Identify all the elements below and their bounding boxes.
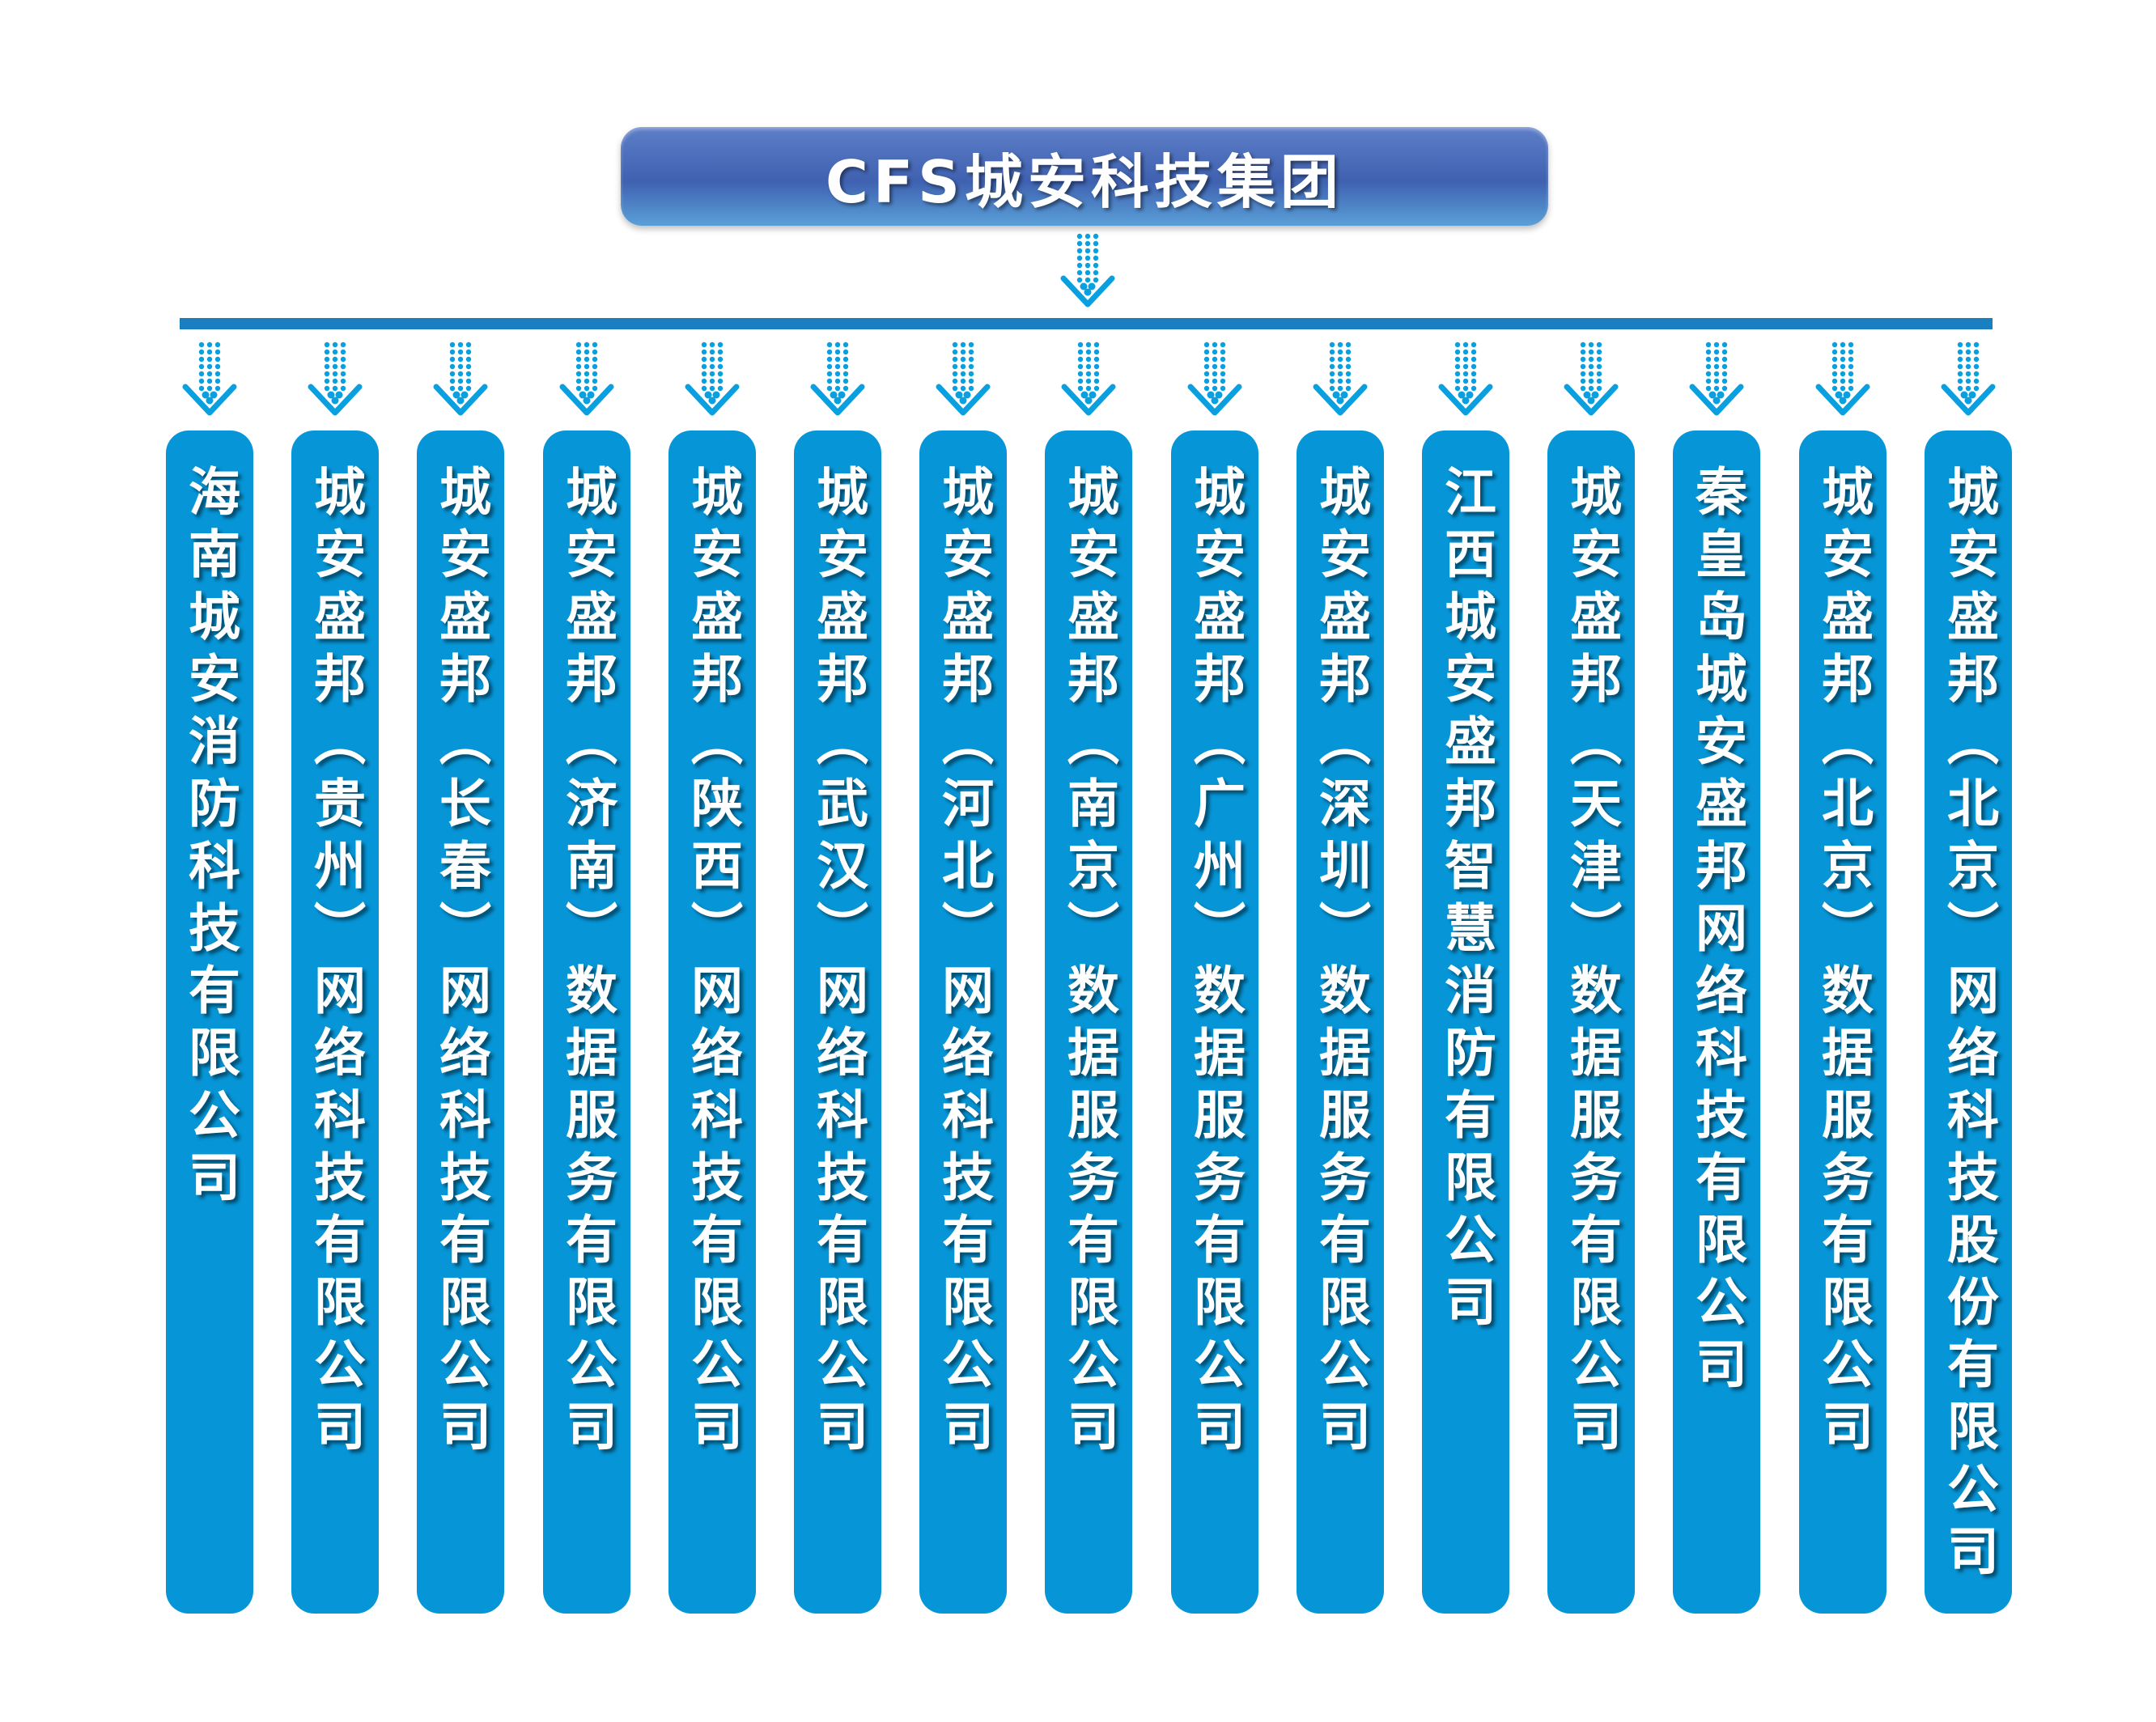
company-box: 城安盛邦（河北）网络科技有限公司 [919, 430, 1007, 1614]
company-name: 江西城安盛邦智慧消防有限公司 [1436, 464, 1496, 1337]
branch-arrow [182, 341, 237, 416]
company-box: 城安盛邦（济南）数据服务有限公司 [543, 430, 630, 1614]
company-name: 城安盛邦（广州）数据服务有限公司 [1185, 464, 1245, 1461]
company-name: 城安盛邦（贵州）网络科技有限公司 [305, 464, 365, 1461]
company-box: 城安盛邦（广州）数据服务有限公司 [1171, 430, 1258, 1614]
company-name: 城安盛邦（深圳）数据服务有限公司 [1310, 464, 1370, 1461]
company-name: 城安盛邦（武汉）网络科技有限公司 [808, 464, 868, 1461]
branch-arrow [810, 341, 865, 416]
company-box: 城安盛邦（北京）数据服务有限公司 [1799, 430, 1886, 1614]
branch-arrow [1815, 341, 1870, 416]
company-name: 城安盛邦（河北）网络科技有限公司 [933, 464, 993, 1461]
company-box: 城安盛邦（北京）网络科技股份有限公司 [1925, 430, 2012, 1614]
company-name: 城安盛邦（北京）网络科技股份有限公司 [1938, 464, 1998, 1586]
company-box: 城安盛邦（陕西）网络科技有限公司 [668, 430, 756, 1614]
company-box: 海南城安消防科技有限公司 [166, 430, 253, 1614]
company-box: 城安盛邦（深圳）数据服务有限公司 [1297, 430, 1384, 1614]
company-box: 城安盛邦（贵州）网络科技有限公司 [291, 430, 379, 1614]
root-node: CFS城安科技集团 [621, 127, 1548, 226]
root-title: CFS城安科技集团 [825, 147, 1343, 216]
branch-arrow [1187, 341, 1242, 416]
branch-arrow [936, 341, 991, 416]
branch-arrow [685, 341, 740, 416]
root-down-arrow [1060, 233, 1115, 308]
company-name: 城安盛邦（天津）数据服务有限公司 [1561, 464, 1621, 1461]
company-name: 城安盛邦（北京）数据服务有限公司 [1813, 464, 1873, 1461]
branch-arrow [559, 341, 614, 416]
company-box: 城安盛邦（武汉）网络科技有限公司 [794, 430, 881, 1614]
branch-arrow [308, 341, 363, 416]
company-name: 城安盛邦（南京）数据服务有限公司 [1059, 464, 1118, 1461]
branch-arrow [1564, 341, 1619, 416]
branch-arrow [1941, 341, 1996, 416]
branch-arrow [1689, 341, 1744, 416]
branch-arrow [1438, 341, 1493, 416]
company-name: 城安盛邦（济南）数据服务有限公司 [557, 464, 617, 1461]
company-name: 海南城安消防科技有限公司 [180, 464, 240, 1212]
company-box: 城安盛邦（南京）数据服务有限公司 [1045, 430, 1132, 1614]
branch-arrow [1313, 341, 1368, 416]
company-name: 秦皇岛城安盛邦网络科技有限公司 [1687, 464, 1746, 1399]
company-box: 城安盛邦（长春）网络科技有限公司 [417, 430, 504, 1614]
company-name: 城安盛邦（长春）网络科技有限公司 [431, 464, 490, 1461]
branch-arrow [433, 341, 488, 416]
company-box: 江西城安盛邦智慧消防有限公司 [1422, 430, 1509, 1614]
branch-arrow [1061, 341, 1116, 416]
company-box: 秦皇岛城安盛邦网络科技有限公司 [1673, 430, 1760, 1614]
company-box: 城安盛邦（天津）数据服务有限公司 [1547, 430, 1635, 1614]
company-name: 城安盛邦（陕西）网络科技有限公司 [682, 464, 742, 1461]
horizontal-connector [180, 318, 1993, 329]
